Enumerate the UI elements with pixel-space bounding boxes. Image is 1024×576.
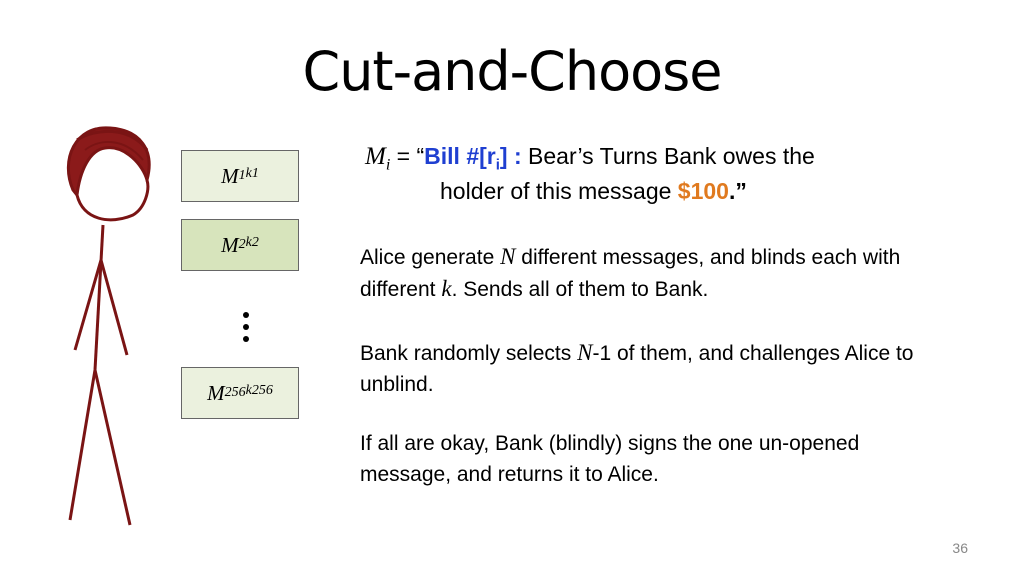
p2-var-n: N — [577, 340, 593, 365]
message-sub: 1 — [238, 168, 246, 183]
definition-var: M — [365, 143, 386, 170]
message-definition-line-2: holder of this message $100.” — [440, 178, 747, 205]
message-sup: k256 — [245, 383, 273, 398]
message-sub: 256 — [224, 385, 246, 400]
definition-text-2: holder of this message — [440, 178, 678, 204]
paragraph-generate: Alice generate N different messages, and… — [360, 241, 920, 305]
p1-text-a: Alice generate — [360, 246, 501, 269]
p1-var-k: k — [441, 276, 452, 301]
bill-suffix: ] : — [499, 143, 522, 169]
vertical-ellipsis-icon — [243, 312, 249, 348]
slide-title: Cut-and-Choose — [302, 40, 722, 103]
message-base: M — [207, 380, 225, 405]
paragraph-select: Bank randomly selects N-1 of them, and c… — [360, 337, 920, 400]
message-sub: 2 — [238, 237, 246, 252]
bill-sub: i — [495, 156, 500, 174]
definition-close: .” — [728, 178, 747, 204]
message-base: M — [221, 163, 239, 188]
slide-number: 36 — [952, 540, 968, 556]
definition-text-1: Bear’s Turns Bank owes the — [521, 143, 815, 169]
p1-var-n: N — [500, 244, 516, 269]
message-sup: k1 — [245, 166, 259, 181]
p1-text-b: different messages, and blinds each with… — [360, 246, 901, 301]
definition-amount: $100 — [677, 178, 729, 204]
stick-figure-illustration — [66, 126, 151, 526]
p2-text-a: Bank randomly selects — [360, 342, 578, 365]
message-sup: k2 — [245, 235, 259, 250]
paragraph-sign: If all are okay, Bank (blindly) signs th… — [360, 432, 860, 486]
definition-eq: = “ — [390, 143, 425, 169]
bill-prefix: Bill #[r — [424, 143, 496, 169]
message-base: M — [221, 232, 239, 257]
p1-text-c: . Sends all of them to Bank. — [451, 278, 709, 301]
definition-var-sub: i — [385, 156, 391, 174]
message-definition-line-1: Mi = “Bill #[ri] : Bear’s Turns Bank owe… — [365, 143, 815, 175]
p2-text-b: -1 of them, and challenges Alice to unbl… — [360, 342, 914, 396]
